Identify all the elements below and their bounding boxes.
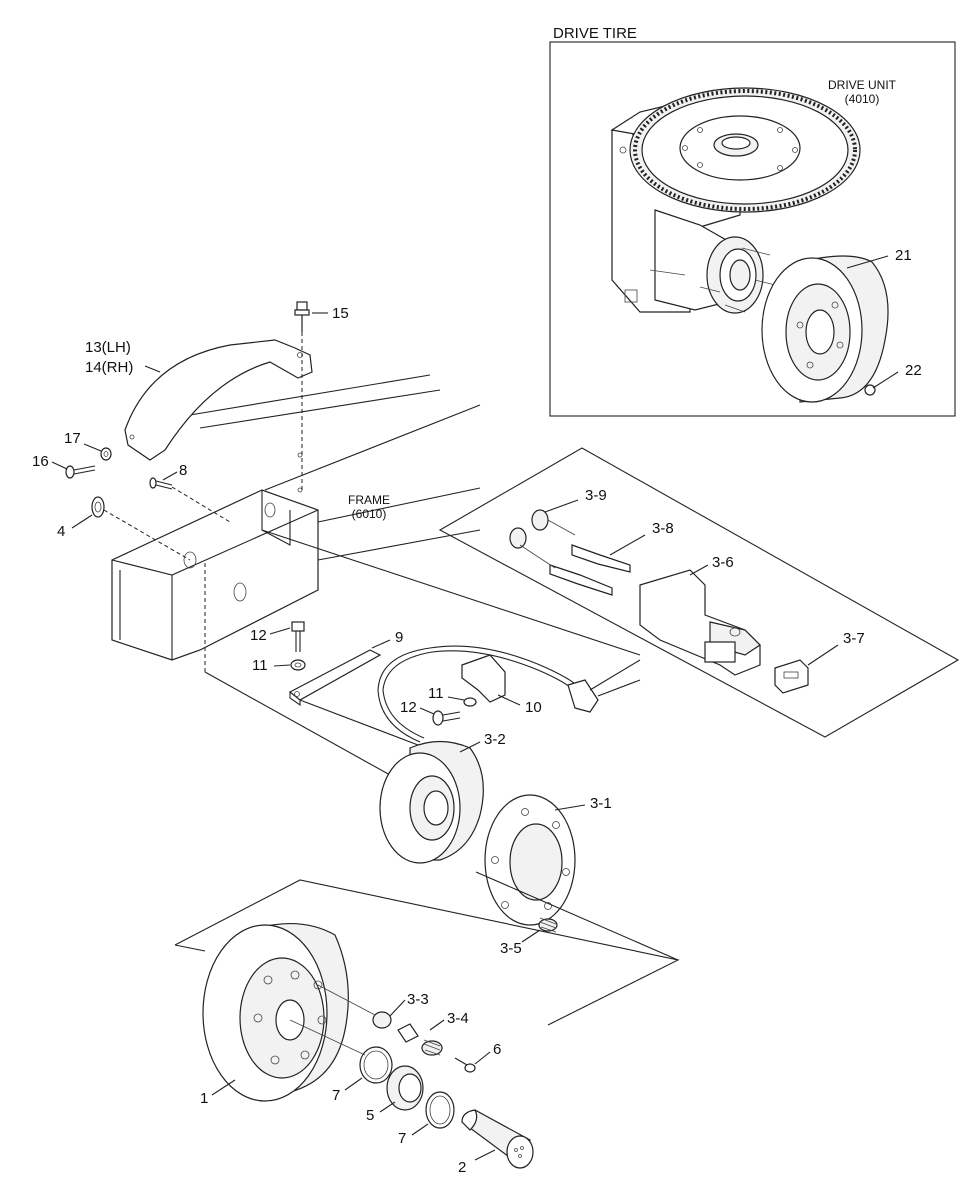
- callout-13: 13(LH): [85, 339, 131, 356]
- frame-structure: FRAME (6010): [111, 374, 481, 661]
- wheel-3-2: 3-2: [379, 731, 506, 864]
- callout-3-3: 3-3: [407, 991, 429, 1008]
- drive-unit-label: DRIVE UNIT: [828, 78, 897, 92]
- connector-detail: 3-9 3-8 3-6 3-7: [438, 447, 960, 738]
- sensor-plate-10: 10: [461, 654, 542, 716]
- spring-3-4: 3-4: [397, 1010, 469, 1056]
- inset-title: DRIVE TIRE: [553, 25, 637, 42]
- screw-6: 6: [454, 1041, 501, 1073]
- callout-8: 8: [179, 462, 187, 479]
- washer-11-lower: 11: [428, 685, 477, 707]
- bolt-12-upper: 12: [250, 621, 305, 652]
- frame-code: (6010): [352, 507, 387, 521]
- bushing-3-3: 3-3: [317, 984, 429, 1029]
- hub-ring-3-1: 3-1: [475, 794, 679, 961]
- callout-3-6: 3-6: [712, 554, 734, 571]
- callout-17: 17: [64, 430, 81, 447]
- callout-3-2: 3-2: [484, 731, 506, 748]
- callout-3-9: 3-9: [585, 487, 607, 504]
- terminal-3-8: 3-8: [519, 520, 674, 596]
- callout-4: 4: [57, 523, 65, 540]
- drive-unit-code: (4010): [845, 92, 880, 106]
- load-wheel-1: 1: [200, 923, 349, 1107]
- callout-7-lower: 7: [398, 1130, 406, 1147]
- callout-3-4: 3-4: [447, 1010, 469, 1027]
- axle-2: 2: [458, 1109, 534, 1176]
- pin-8: 8: [149, 462, 231, 523]
- bolt-12-lower: 12: [400, 699, 461, 726]
- callout-5: 5: [366, 1107, 374, 1124]
- leader-21: [846, 255, 889, 269]
- wheel-assembly-detail: [174, 879, 680, 1026]
- washer-11-upper: 11: [252, 657, 306, 674]
- washer-17: 17: [64, 430, 112, 461]
- callout-12-upper: 12: [250, 627, 267, 644]
- leader-22: [872, 371, 899, 389]
- callout-11-upper: 11: [252, 657, 268, 674]
- fender-13-14: 13(LH) 14(RH): [85, 339, 313, 461]
- callout-11-lower: 11: [428, 685, 444, 702]
- callout-7-upper: 7: [332, 1087, 340, 1104]
- sensor-cable: [377, 645, 641, 743]
- callout-22: 22: [905, 362, 922, 379]
- cap-4: 4: [57, 496, 191, 561]
- bearing-5: 5: [366, 1065, 424, 1124]
- drive-tire-21: [761, 255, 889, 403]
- callout-12-lower: 12: [400, 699, 417, 716]
- retainer-3-7: 3-7: [774, 630, 865, 694]
- callout-3-5: 3-5: [500, 940, 522, 957]
- bolt-15: 15: [294, 301, 349, 490]
- callout-3-8: 3-8: [652, 520, 674, 537]
- bracket-9: 9: [288, 629, 403, 707]
- callout-10: 10: [525, 699, 542, 716]
- assembly-leaders: [204, 529, 641, 776]
- frame-label: FRAME: [348, 493, 390, 507]
- callout-9: 9: [395, 629, 403, 646]
- callout-2: 2: [458, 1159, 466, 1176]
- callout-14: 14(RH): [85, 359, 133, 376]
- snap-ring-7-lower: 7: [398, 1091, 455, 1147]
- snap-ring-7-upper: 7: [289, 1019, 393, 1104]
- drive-tire-inset: DRIVE TIRE DRIVE UNIT (4010): [549, 25, 956, 417]
- callout-16: 16: [32, 453, 49, 470]
- screw-16: 16: [32, 453, 96, 479]
- callout-3-1: 3-1: [590, 795, 612, 812]
- wheel-nut-22: [864, 384, 876, 396]
- callout-15: 15: [332, 305, 349, 322]
- callout-1: 1: [200, 1090, 208, 1107]
- housing-3-6: 3-6: [639, 554, 761, 676]
- drive-unit-illustration: [610, 87, 861, 314]
- spring-3-5: 3-5: [500, 917, 558, 957]
- callout-3-7: 3-7: [843, 630, 865, 647]
- callout-21: 21: [895, 247, 912, 264]
- seal-3-9: 3-9: [509, 487, 607, 549]
- inset-border: [549, 41, 956, 417]
- callout-6: 6: [493, 1041, 501, 1058]
